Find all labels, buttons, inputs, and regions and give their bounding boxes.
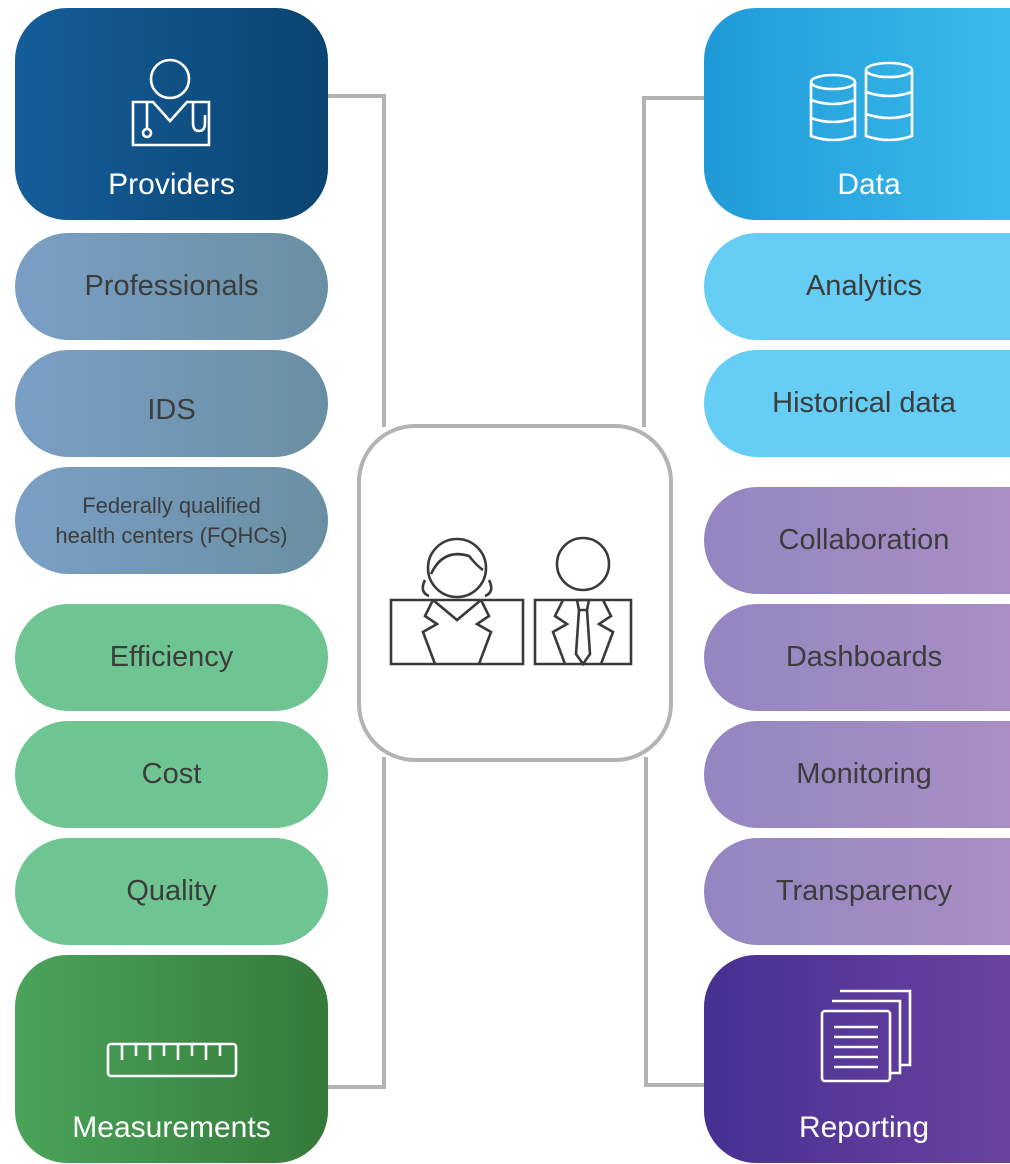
- providers-label: Providers: [108, 168, 235, 201]
- pill-label: Analytics: [805, 270, 923, 302]
- pill-transparency: Transparency: [704, 838, 1010, 945]
- pill-efficiency: Efficiency: [15, 604, 328, 711]
- ruler-icon: [106, 1042, 237, 1078]
- connector-measurements: [326, 757, 386, 1089]
- pill-monitoring: Monitoring: [704, 721, 1010, 828]
- pill-historical-data: Historical data: [704, 350, 1010, 457]
- pill-label: Collaboration: [778, 524, 950, 556]
- pill-label: Professionals: [84, 270, 259, 302]
- connector-providers: [326, 94, 386, 427]
- pill-label: Monitoring: [796, 758, 932, 790]
- pill-label-line1: Federally qualified: [82, 492, 261, 518]
- pill-ids: IDS: [15, 350, 328, 457]
- pill-professionals: Professionals: [15, 233, 328, 340]
- pill-label: Quality: [126, 875, 217, 907]
- pill-dashboards: Dashboards: [704, 604, 1010, 711]
- pill-label: Cost: [141, 758, 202, 790]
- connector-data: [642, 96, 706, 427]
- pill-label: Transparency: [775, 875, 953, 907]
- measurements-label: Measurements: [72, 1111, 271, 1144]
- pill-label: IDS: [147, 394, 196, 426]
- providers-box: Providers: [15, 8, 328, 220]
- pill-label-line2: health centers (FQHCs): [55, 522, 288, 548]
- documents-icon: [820, 989, 912, 1083]
- pill-collaboration: Collaboration: [704, 487, 1010, 594]
- data-label: Data: [837, 168, 901, 201]
- connector-reporting: [644, 757, 706, 1087]
- reporting-box: Reporting: [704, 955, 1010, 1163]
- pill-label: Efficiency: [109, 641, 234, 673]
- center-box: [357, 424, 673, 762]
- pill-quality: Quality: [15, 838, 328, 945]
- pill-label: Dashboards: [785, 641, 943, 673]
- measurements-box: Measurements: [15, 955, 328, 1163]
- data-box: Data: [704, 8, 1010, 220]
- pill-cost: Cost: [15, 721, 328, 828]
- pill-fqhcs: Federally qualified health centers (FQHC…: [15, 467, 328, 574]
- pill-analytics: Analytics: [704, 233, 1010, 340]
- two-people-icon: [389, 536, 633, 667]
- reporting-label: Reporting: [798, 1111, 930, 1144]
- database-icon: [809, 61, 914, 142]
- doctor-icon: [131, 58, 210, 147]
- pill-label: Historical data: [772, 387, 956, 419]
